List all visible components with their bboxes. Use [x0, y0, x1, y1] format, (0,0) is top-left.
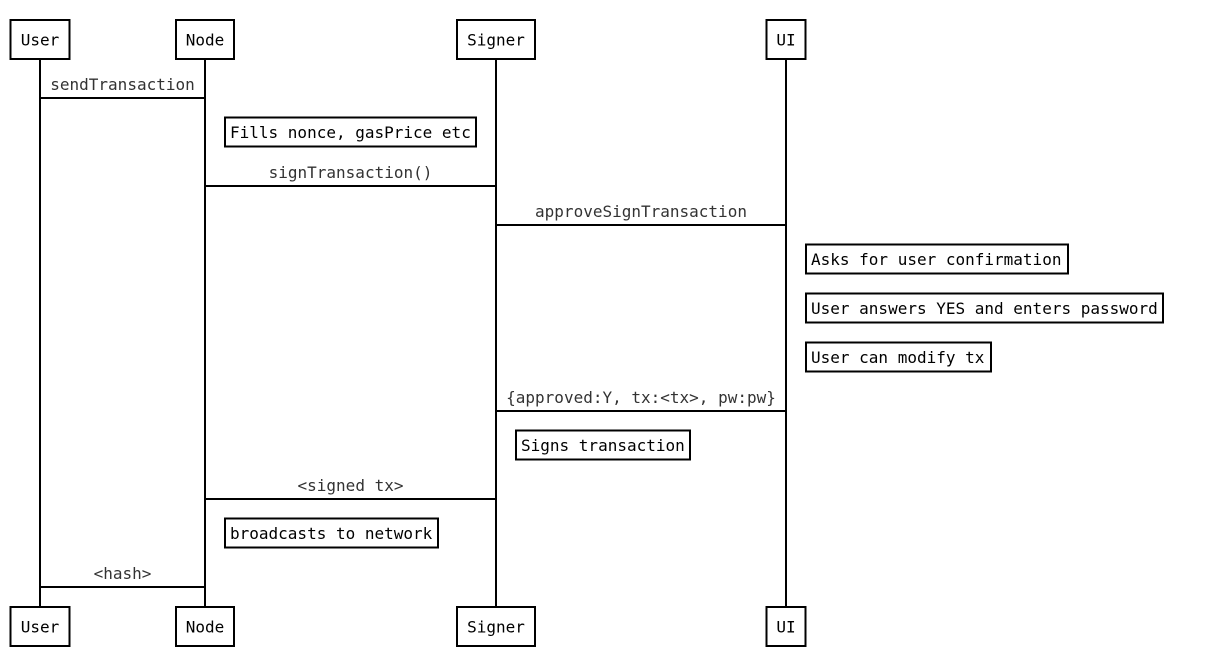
- note-box: [805, 243, 1069, 275]
- actor-box: [9, 606, 71, 647]
- message-label: signTransaction(): [269, 163, 433, 182]
- note-11: broadcasts to network: [224, 517, 439, 549]
- message-10: <signed tx>: [205, 476, 496, 500]
- message-label: sendTransaction: [50, 75, 195, 94]
- actor-user-bottom: User: [9, 606, 71, 647]
- actor-box: [9, 19, 71, 60]
- message-label: <hash>: [94, 564, 152, 583]
- note-7: User can modify tx: [805, 341, 992, 373]
- note-box: [805, 341, 992, 373]
- note-box: [224, 517, 439, 549]
- note-2: Fills nonce, gasPrice etc: [224, 116, 477, 148]
- actor-user-top: User: [9, 19, 71, 60]
- message-12: <hash>: [40, 564, 205, 588]
- actor-label: Node: [186, 31, 225, 50]
- actor-label: Signer: [467, 31, 525, 50]
- note-label: Signs transaction: [521, 436, 685, 455]
- actor-signer-bottom: Signer: [456, 606, 536, 647]
- actor-node-bottom: Node: [175, 606, 235, 647]
- actor-label: UI: [776, 31, 795, 50]
- note-label: User can modify tx: [811, 348, 985, 367]
- message-label: {approved:Y, tx:<tx>, pw:pw}: [506, 388, 776, 407]
- note-label: Fills nonce, gasPrice etc: [230, 123, 471, 142]
- actor-node-top: Node: [175, 19, 235, 60]
- actor-box: [456, 19, 536, 60]
- message-4: approveSignTransaction: [496, 202, 786, 226]
- actor-label: User: [21, 618, 60, 637]
- note-5: Asks for user confirmation: [805, 243, 1069, 275]
- message-1: sendTransaction: [40, 75, 205, 99]
- message-8: {approved:Y, tx:<tx>, pw:pw}: [496, 388, 786, 412]
- actor-box: [456, 606, 536, 647]
- actor-label: UI: [776, 618, 795, 637]
- actor-box: [175, 606, 235, 647]
- message-label: approveSignTransaction: [535, 202, 747, 221]
- actor-label: Node: [186, 618, 225, 637]
- actor-ui-top: UI: [765, 19, 807, 60]
- message-3: signTransaction(): [205, 163, 496, 187]
- message-label: <signed tx>: [298, 476, 404, 495]
- note-box: [515, 429, 691, 461]
- actor-signer-top: Signer: [456, 19, 536, 60]
- actor-box: [175, 19, 235, 60]
- actor-label: Signer: [467, 618, 525, 637]
- note-6: User answers YES and enters password: [805, 292, 1164, 324]
- note-box: [805, 292, 1164, 324]
- actor-label: User: [21, 31, 60, 50]
- actor-box: [765, 606, 807, 647]
- actor-box: [765, 19, 807, 60]
- note-label: User answers YES and enters password: [811, 299, 1158, 318]
- note-label: Asks for user confirmation: [811, 250, 1061, 269]
- note-box: [224, 116, 477, 148]
- actor-ui-bottom: UI: [765, 606, 807, 647]
- note-label: broadcasts to network: [230, 524, 433, 543]
- note-9: Signs transaction: [515, 429, 691, 461]
